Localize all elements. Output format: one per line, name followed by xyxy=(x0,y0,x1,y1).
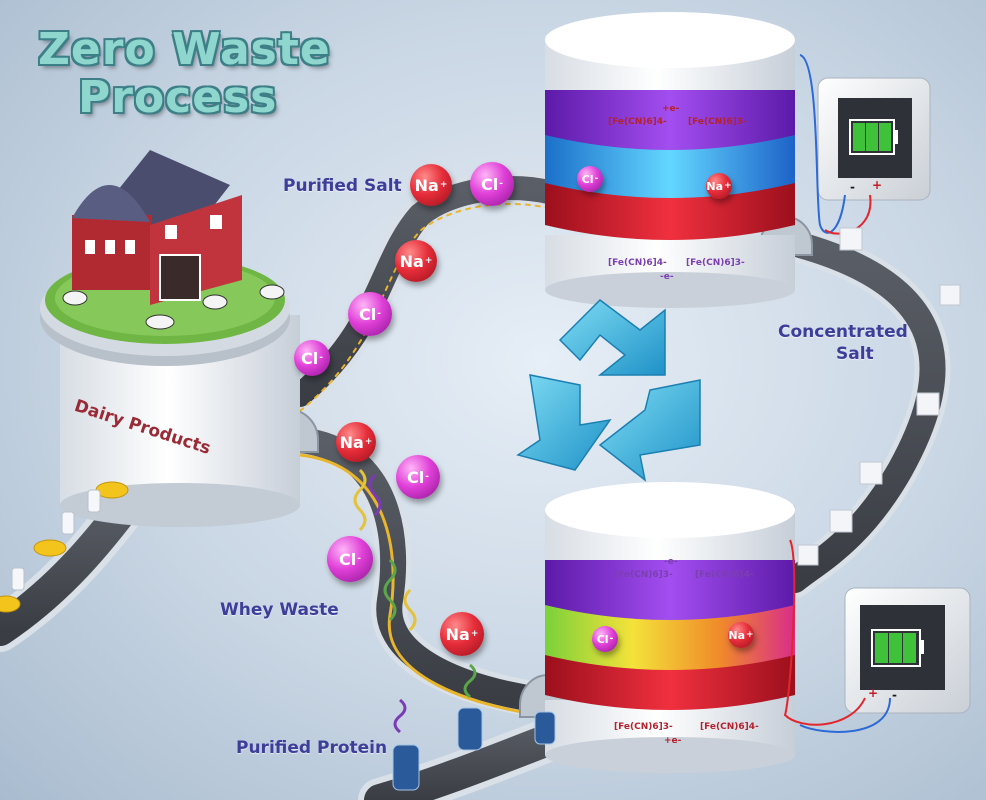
sodium-ion: Na+ xyxy=(336,422,376,462)
bottom-battery-plus: + xyxy=(868,686,879,700)
sodium-ion: Na+ xyxy=(410,164,452,206)
bottom-battery-minus: - xyxy=(892,688,897,702)
top-cell-upper-left: [Fe(CN)6]4- xyxy=(608,117,667,127)
recycle-icon xyxy=(516,299,701,482)
title-line-2: Process xyxy=(78,72,278,123)
top-cell-upper-arrow: +e- xyxy=(662,104,680,114)
chloride-ion: Cl- xyxy=(327,536,373,582)
bottom-cell-lower-right: [Fe(CN)6]4- xyxy=(700,722,759,732)
top-cell-upper-right: [Fe(CN)6]3- xyxy=(688,117,747,127)
battery-icon xyxy=(817,77,931,201)
cow-icon xyxy=(62,284,285,330)
label-purified-protein: Purified Protein xyxy=(236,738,388,758)
top-cell-lower-arrow: -e- xyxy=(660,272,674,282)
cheese-icon xyxy=(0,481,129,613)
chloride-ion-in-cell: Cl- xyxy=(577,166,603,192)
label-concentrated-salt-1: Concentrated xyxy=(778,322,908,342)
label-purified-salt: Purified Salt xyxy=(283,176,402,196)
milk-bottle-icon xyxy=(11,489,101,591)
label-whey-waste: Whey Waste xyxy=(220,600,339,620)
bottom-cell xyxy=(545,482,795,773)
barn-icon xyxy=(72,150,242,305)
bottom-cell-upper-right: [Fe(CN)6]4- xyxy=(695,570,754,580)
top-battery-minus: - xyxy=(850,180,855,194)
title-line-1: Zero Waste xyxy=(38,24,331,75)
sodium-ion: Na+ xyxy=(395,240,437,282)
label-concentrated-salt-2: Salt xyxy=(836,344,874,364)
top-cell xyxy=(545,12,795,308)
bottom-cell-lower-left: [Fe(CN)6]3- xyxy=(614,722,673,732)
salt-cube-icon xyxy=(797,227,961,566)
chloride-ion: Cl- xyxy=(348,292,392,336)
chloride-ion: Cl- xyxy=(470,162,514,206)
protein-molecule-icon xyxy=(353,468,477,734)
sodium-ion-in-cell: Na+ xyxy=(706,173,732,199)
battery-icon xyxy=(844,587,971,714)
top-battery-plus: + xyxy=(872,178,883,192)
bottom-cell-lower-arrow: +e- xyxy=(664,736,682,746)
top-cell-lower-left: [Fe(CN)6]4- xyxy=(608,258,667,268)
sodium-ion: Na+ xyxy=(440,612,484,656)
bottom-cell-upper-arrow: -e- xyxy=(664,557,678,567)
chloride-ion: Cl- xyxy=(396,455,440,499)
water-bottle-icon xyxy=(392,707,556,791)
sodium-ion-in-cell: Na+ xyxy=(728,622,754,648)
bottom-cell-upper-left: [Fe(CN)6]3- xyxy=(614,570,673,580)
chloride-ion: Cl- xyxy=(294,340,330,376)
top-cell-lower-right: [Fe(CN)6]3- xyxy=(686,258,745,268)
chloride-ion-in-cell: Cl- xyxy=(592,626,618,652)
